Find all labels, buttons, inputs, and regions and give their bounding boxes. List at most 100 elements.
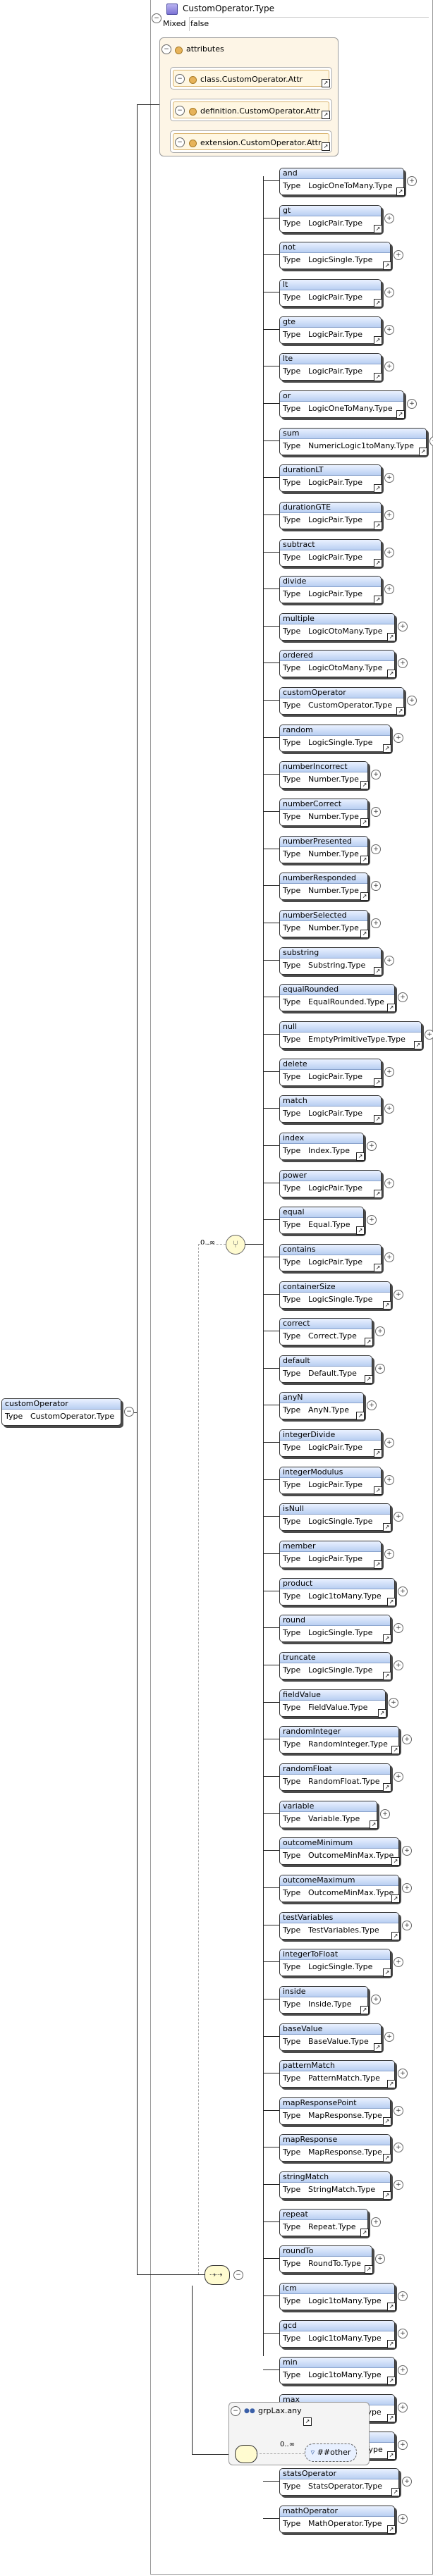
expand-icon[interactable]: + xyxy=(394,1623,403,1633)
link-icon[interactable]: ↗ xyxy=(360,856,369,864)
link-icon[interactable]: ↗ xyxy=(391,1746,400,1754)
link-icon[interactable]: ↗ xyxy=(387,2303,396,2311)
expand-icon[interactable]: + xyxy=(394,1772,403,1782)
link-icon[interactable]: ↗ xyxy=(374,336,382,345)
link-icon[interactable]: ↗ xyxy=(360,892,369,901)
expand-icon[interactable]: + xyxy=(402,2477,412,2486)
expand-icon[interactable]: + xyxy=(389,1698,398,1708)
any-group-link-icon[interactable]: ↗ xyxy=(303,2417,312,2426)
expand-icon[interactable]: + xyxy=(394,250,403,260)
expand-icon[interactable]: + xyxy=(371,881,381,891)
attribute-expand-icon[interactable]: − xyxy=(175,106,185,116)
link-icon[interactable]: ↗ xyxy=(387,1598,396,1606)
expand-icon[interactable]: + xyxy=(394,733,403,743)
link-icon[interactable]: ↗ xyxy=(374,559,382,567)
link-icon[interactable]: ↗ xyxy=(365,1375,373,1383)
expand-icon[interactable]: + xyxy=(384,362,394,371)
any-group-collapse-toggle[interactable]: − xyxy=(231,2406,240,2416)
expand-icon[interactable]: + xyxy=(371,807,381,817)
link-icon[interactable]: ↗ xyxy=(374,1115,382,1123)
link-icon[interactable]: ↗ xyxy=(387,1004,396,1012)
expand-icon[interactable]: + xyxy=(384,584,394,594)
link-icon[interactable]: ↗ xyxy=(374,1449,382,1458)
any-element[interactable]: ▿ ##other xyxy=(305,2443,357,2462)
link-icon[interactable]: ↗ xyxy=(374,1264,382,1272)
expand-icon[interactable]: + xyxy=(394,1660,403,1670)
link-icon[interactable]: ↗ xyxy=(360,2006,369,2014)
expand-icon[interactable]: + xyxy=(425,1030,433,1040)
expand-icon[interactable]: + xyxy=(394,1512,403,1522)
link-icon[interactable]: ↗ xyxy=(414,1041,422,1049)
link-icon[interactable]: ↗ xyxy=(360,930,369,938)
link-icon[interactable]: ↗ xyxy=(365,2265,373,2274)
expand-icon[interactable]: + xyxy=(367,1400,377,1410)
link-icon[interactable]: ↗ xyxy=(387,2080,396,2088)
link-icon[interactable]: ↗ xyxy=(374,1190,382,1198)
link-icon[interactable]: ↗ xyxy=(374,225,382,233)
expand-icon[interactable]: + xyxy=(402,1921,412,1930)
expand-icon[interactable]: + xyxy=(371,1995,381,2004)
link-icon[interactable]: ↗ xyxy=(374,2043,382,2052)
sequence-collapse-toggle[interactable]: − xyxy=(233,2270,243,2280)
link-icon[interactable]: ↗ xyxy=(374,1078,382,1087)
attribute-group-item[interactable]: −extension.CustomOperator.Attr↗ xyxy=(170,130,332,153)
expand-icon[interactable]: + xyxy=(384,1549,394,1559)
link-icon[interactable]: ↗ xyxy=(374,522,382,530)
expand-icon[interactable]: + xyxy=(375,2254,385,2264)
link-icon[interactable]: ↗ xyxy=(370,1820,378,1829)
attributes-collapse-toggle[interactable]: − xyxy=(161,44,171,54)
collapse-toggle[interactable]: − xyxy=(152,13,161,23)
expand-icon[interactable]: + xyxy=(371,844,381,854)
expand-icon[interactable]: + xyxy=(384,2032,394,2042)
expand-icon[interactable]: + xyxy=(398,622,408,631)
link-icon[interactable]: ↗ xyxy=(374,967,382,975)
expand-icon[interactable]: + xyxy=(384,288,394,297)
expand-icon[interactable]: + xyxy=(371,918,381,928)
expand-icon[interactable]: + xyxy=(384,1104,394,1114)
link-icon[interactable]: ↗ xyxy=(383,1968,391,1977)
expand-icon[interactable]: + xyxy=(398,992,408,1002)
expand-icon[interactable]: + xyxy=(375,1364,385,1374)
expand-icon[interactable]: + xyxy=(384,214,394,223)
link-icon[interactable]: ↗ xyxy=(374,596,382,604)
expand-icon[interactable]: + xyxy=(398,2291,408,2301)
expand-icon[interactable]: + xyxy=(394,1957,403,1967)
link-icon[interactable]: ↗ xyxy=(387,2451,396,2460)
link-icon[interactable]: ↗ xyxy=(360,781,369,789)
link-icon[interactable]: ↗ xyxy=(374,299,382,307)
expand-icon[interactable]: + xyxy=(398,1586,408,1596)
attribute-group-item[interactable]: −class.CustomOperator.Attr↗ xyxy=(170,67,332,90)
link-icon[interactable]: ↗ xyxy=(383,261,391,270)
link-icon[interactable]: ↗ xyxy=(419,448,427,456)
expand-icon[interactable]: + xyxy=(384,1178,394,1188)
link-icon[interactable]: ↗ xyxy=(387,633,396,641)
